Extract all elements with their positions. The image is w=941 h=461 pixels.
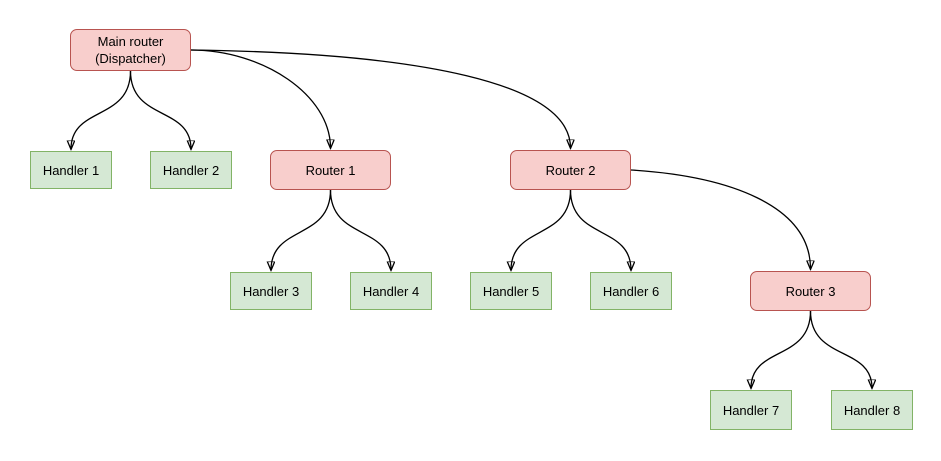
edge-router1-to-handler4 xyxy=(329,189,392,270)
edge-router2-to-handler5 xyxy=(511,189,572,270)
edge-main-to-handler1 xyxy=(71,70,132,149)
node-handler-6: Handler 6 xyxy=(590,272,672,310)
node-label: Handler 8 xyxy=(843,402,901,418)
node-handler-5: Handler 5 xyxy=(470,272,552,310)
edge-router3-to-handler7 xyxy=(751,310,812,388)
node-label: Handler 7 xyxy=(722,402,780,418)
node-label: Handler 1 xyxy=(42,162,100,178)
node-label: Router 3 xyxy=(785,283,836,299)
node-label: Handler 5 xyxy=(482,283,540,299)
node-handler-2: Handler 2 xyxy=(150,151,232,189)
node-label: Router 1 xyxy=(305,162,356,178)
node-handler-8: Handler 8 xyxy=(831,390,913,430)
edge-router2-to-handler6 xyxy=(569,189,632,270)
node-handler-4: Handler 4 xyxy=(350,272,432,310)
node-router-1: Router 1 xyxy=(270,150,391,190)
node-router-2: Router 2 xyxy=(510,150,631,190)
node-label: Handler 6 xyxy=(602,283,660,299)
node-handler-7: Handler 7 xyxy=(710,390,792,430)
edge-router3-to-handler8 xyxy=(809,310,873,388)
node-label-line1: Main router xyxy=(97,34,164,49)
node-main-router: Main router (Dispatcher) xyxy=(70,29,191,71)
edge-router1-to-handler3 xyxy=(271,189,332,270)
node-handler-3: Handler 3 xyxy=(230,272,312,310)
node-label: Handler 2 xyxy=(162,162,220,178)
node-label: Handler 4 xyxy=(362,283,420,299)
node-handler-1: Handler 1 xyxy=(30,151,112,189)
edge-main-to-router2 xyxy=(190,49,571,148)
node-label: Router 2 xyxy=(545,162,596,178)
node-label-line2: (Dispatcher) xyxy=(95,51,166,66)
edge-main-to-router1 xyxy=(190,49,331,148)
edge-main-to-handler2 xyxy=(129,70,192,149)
edge-router2-to-router3 xyxy=(630,169,811,269)
node-router-3: Router 3 xyxy=(750,271,871,311)
node-label: Handler 3 xyxy=(242,283,300,299)
